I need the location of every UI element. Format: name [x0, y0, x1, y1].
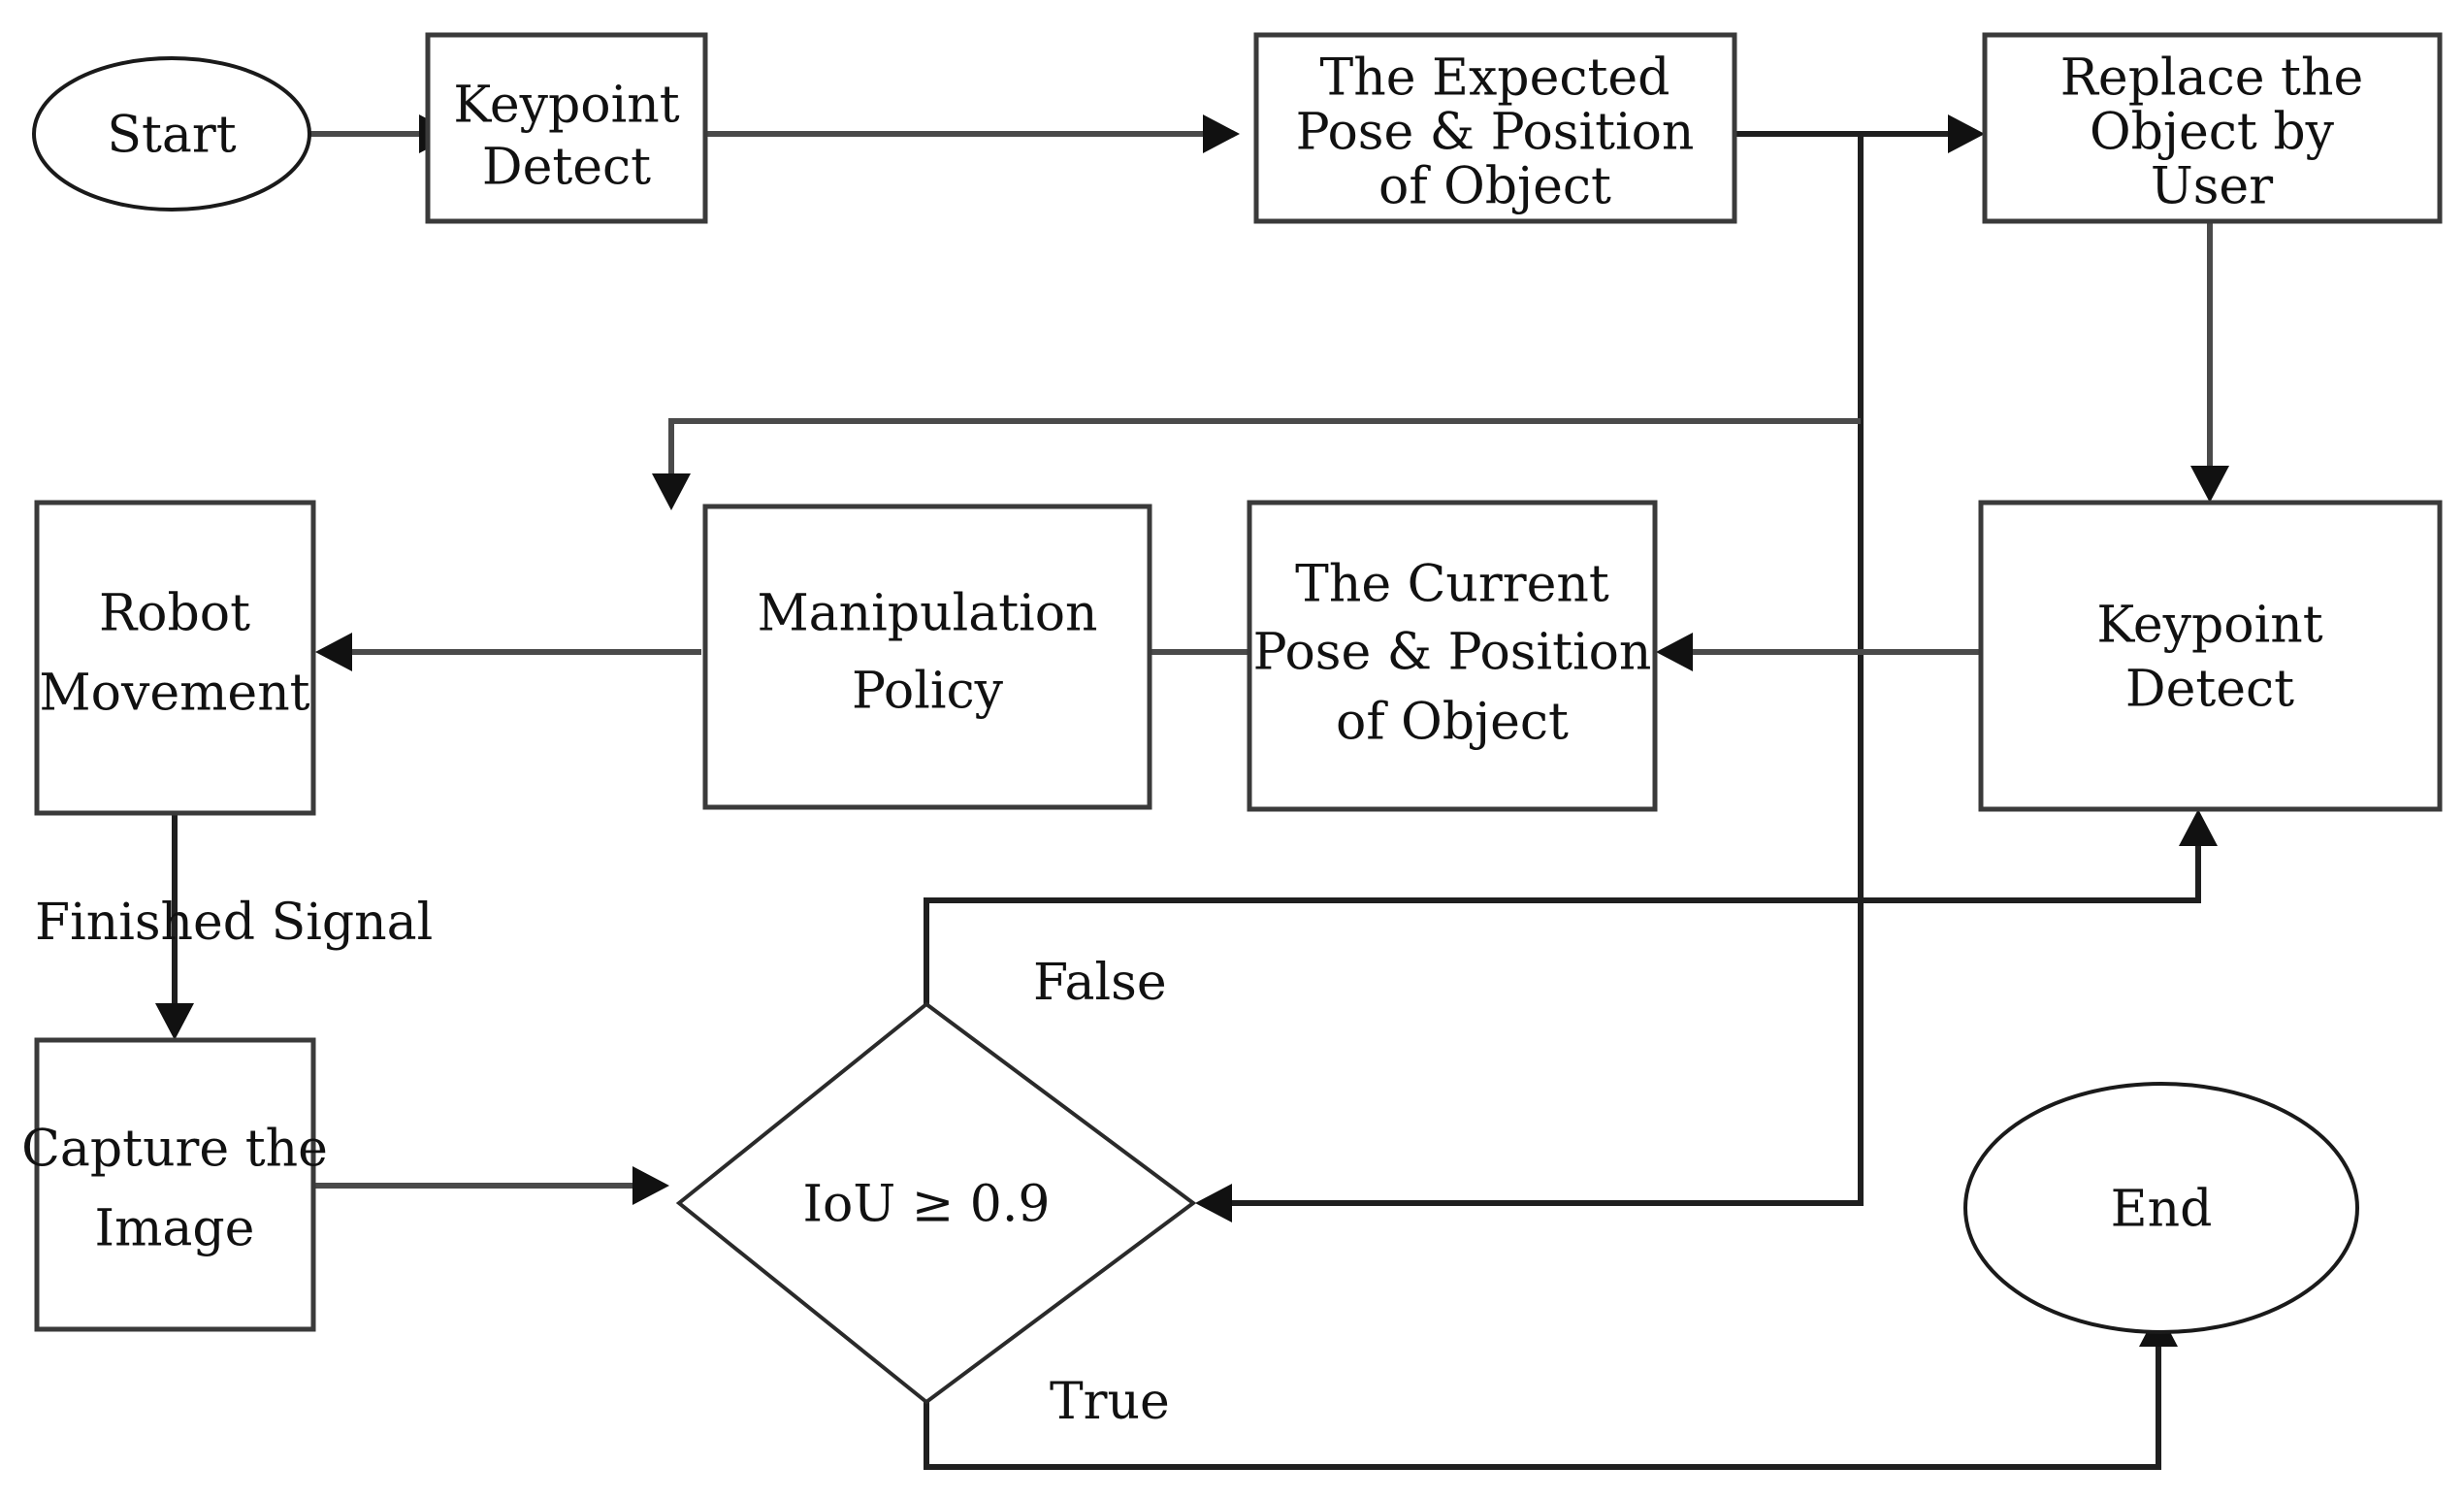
node-robot-movement-line-2: Movement [39, 665, 309, 723]
node-replace-object-line-3: User [2151, 158, 2273, 216]
node-current-pose[interactable]: The Current Pose & Position of Object [1247, 500, 1658, 812]
node-current-pose-line-3: of Object [1336, 694, 1569, 752]
node-replace-object-line-1: Replace the [2060, 49, 2363, 108]
edges-layer [155, 114, 2229, 1470]
node-decision-iou[interactable]: IoU ≥ 0.9 [675, 1001, 1197, 1405]
edge-labels-layer: Finished Signal False True [35, 894, 1170, 1431]
node-manipulation-policy[interactable]: Manipulation Policy [702, 504, 1152, 810]
edge-expected-pose-to-manipulation-policy [652, 418, 1861, 510]
node-manipulation-policy-line-1: Manipulation [757, 585, 1097, 643]
node-replace-object-line-2: Object by [2090, 104, 2335, 162]
node-keypoint-detect-2[interactable]: Keypoint Detect [1978, 500, 2443, 812]
edge-decision-false-to-keypoint-detect-2 [924, 809, 2218, 1004]
node-keypoint-detect-1[interactable]: Keypoint Detect [425, 32, 708, 224]
node-capture-image-line-2: Image [95, 1200, 255, 1258]
edge-manipulation-policy-to-robot-movement [315, 633, 701, 671]
edge-label-true: True [1050, 1373, 1170, 1431]
node-expected-pose[interactable]: The Expected Pose & Position of Object [1253, 32, 1737, 224]
edge-expected-pose-to-replace-object [1735, 114, 1985, 153]
edge-capture-image-to-decision [315, 1166, 669, 1205]
node-expected-pose-line-1: The Expected [1320, 49, 1670, 108]
node-current-pose-line-2: Pose & Position [1253, 624, 1652, 682]
node-capture-image[interactable]: Capture the Image [21, 1037, 328, 1332]
node-robot-movement-line-1: Robot [99, 585, 250, 643]
node-keypoint-detect-1-line-1: Keypoint [453, 77, 679, 135]
edge-label-false: False [1033, 954, 1167, 1012]
node-end-label: End [2111, 1181, 2213, 1239]
node-current-pose-line-1: The Current [1295, 556, 1609, 614]
node-capture-image-line-1: Capture the [21, 1121, 328, 1179]
edge-keypoint-detect-2-to-current-pose [1656, 633, 1979, 671]
node-keypoint-detect-2-line-2: Detect [2125, 661, 2294, 719]
node-manipulation-policy-line-2: Policy [852, 663, 1004, 721]
edge-expected-pose-to-decision [1195, 134, 1864, 1222]
node-start-label: Start [107, 107, 236, 165]
node-expected-pose-line-3: of Object [1378, 158, 1611, 216]
edge-replace-object-to-keypoint-detect-2 [2190, 223, 2229, 503]
node-keypoint-detect-1-line-2: Detect [482, 139, 651, 197]
node-keypoint-detect-2-line-1: Keypoint [2096, 597, 2322, 655]
node-robot-movement[interactable]: Robot Movement [34, 500, 316, 816]
node-start[interactable]: Start [32, 56, 311, 212]
node-expected-pose-line-2: Pose & Position [1296, 104, 1695, 162]
node-decision-iou-label: IoU ≥ 0.9 [803, 1176, 1051, 1234]
edge-label-finished-signal: Finished Signal [35, 894, 433, 952]
node-end[interactable]: End [1963, 1082, 2359, 1334]
node-replace-object[interactable]: Replace the Object by User [1982, 32, 2443, 224]
edge-keypoint-detect-1-to-expected-pose [705, 114, 1240, 153]
edge-robot-movement-to-capture-image [155, 813, 194, 1040]
